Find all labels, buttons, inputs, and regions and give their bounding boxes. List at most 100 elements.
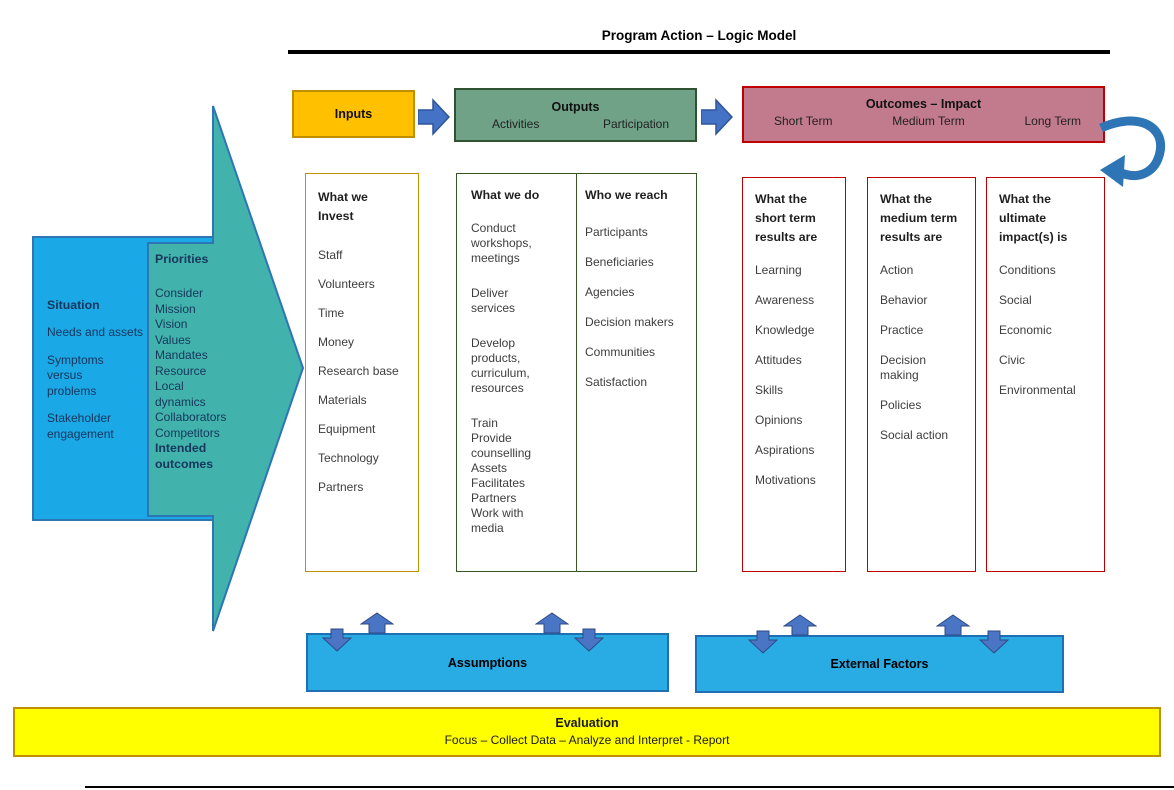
outcomes-long-term-label: Long Term <box>1024 114 1081 128</box>
outcomes-short-term-label: Short Term <box>774 114 833 128</box>
list-item: Behavior <box>880 293 928 307</box>
outcomes-medium-term-label: Medium Term <box>892 114 965 128</box>
list-item: Decision makers <box>585 315 674 329</box>
priorities-arrow-shape <box>147 105 305 632</box>
list-item: Stakeholder engagement <box>47 411 114 441</box>
list-item: Agencies <box>585 285 635 299</box>
up-arrow-icon <box>360 612 394 634</box>
list-item: Attitudes <box>755 353 802 367</box>
up-arrow-icon <box>936 614 970 636</box>
down-arrow-icon <box>322 628 352 652</box>
outcomes-label: Outcomes – Impact <box>865 97 982 111</box>
up-arrow-icon <box>535 612 569 634</box>
invest-heading: What we Invest <box>318 190 368 223</box>
list-item: Social <box>999 293 1032 307</box>
list-item: Policies <box>880 398 922 412</box>
outcomes-header-box: Outcomes – Impact Short Term Medium Term… <box>742 86 1105 143</box>
list-item: Environmental <box>999 383 1076 397</box>
list-item: Opinions <box>755 413 803 427</box>
list-item: Skills <box>755 383 784 397</box>
list-item: Action <box>880 263 914 277</box>
list-item: Beneficiaries <box>585 255 654 269</box>
list-item: Competitors <box>155 425 220 440</box>
outputs-header-box: Outputs Activities Participation <box>454 88 697 142</box>
medium-term-heading: What the medium term results are <box>880 192 958 244</box>
list-item: Partners <box>318 480 364 494</box>
participation-heading: Who we reach <box>585 188 668 202</box>
evaluation-bar: Evaluation Focus – Collect Data – Analyz… <box>13 707 1161 757</box>
long-term-heading: What the ultimate impact(s) is <box>999 192 1068 244</box>
list-item: Satisfaction <box>585 375 648 389</box>
list-item: Symptoms versus problems <box>47 352 104 398</box>
list-item: Conditions <box>999 263 1056 277</box>
list-item: Staff <box>318 248 343 262</box>
list-item: Time <box>318 306 345 320</box>
short-term-heading: What the short term results are <box>755 192 818 244</box>
list-item: Local dynamics <box>155 379 206 409</box>
outputs-label: Outputs <box>551 100 600 114</box>
list-item: Consider <box>155 286 204 300</box>
down-arrow-icon <box>979 630 1009 654</box>
list-item: Needs and assets <box>47 325 144 339</box>
external-factors-label: External Factors <box>830 657 929 671</box>
list-item: Practice <box>880 323 924 337</box>
inputs-label: Inputs <box>334 107 373 121</box>
list-item: Participants <box>585 225 648 239</box>
feedback-curved-arrow-icon <box>1099 116 1166 187</box>
list-item: Conduct workshops, meetings <box>471 221 532 265</box>
list-item: Mandates <box>155 348 208 362</box>
list-item: Decision making <box>880 353 927 382</box>
assumptions-bar: Assumptions <box>306 633 669 692</box>
list-item: Volunteers <box>318 277 375 291</box>
long-term-column: What the ultimate impact(s) is Condition… <box>986 177 1105 572</box>
list-item: Awareness <box>755 293 815 307</box>
list-item: Mission <box>155 301 196 316</box>
list-item: Vision <box>155 317 188 331</box>
situation-heading: Situation <box>47 298 100 312</box>
list-item: Materials <box>318 393 367 407</box>
list-item: Social action <box>880 428 949 442</box>
list-item: Money <box>318 335 355 349</box>
list-item: Deliver services <box>471 286 516 315</box>
list-item: Equipment <box>318 422 376 436</box>
up-arrow-icon <box>783 614 817 636</box>
inputs-header-box: Inputs <box>292 90 415 138</box>
priorities-heading: Priorities <box>155 252 209 266</box>
assumptions-label: Assumptions <box>447 655 528 670</box>
list-item: Learning <box>755 263 802 277</box>
flow-arrow-icon <box>418 98 450 136</box>
evaluation-subheading: Focus – Collect Data – Analyze and Inter… <box>444 733 730 747</box>
down-arrow-icon <box>574 628 604 652</box>
list-item: Develop products, curriculum, resources <box>471 336 530 395</box>
outputs-activities-label: Activities <box>492 117 540 131</box>
priorities-footer: Intended outcomes <box>155 441 214 471</box>
list-item: Technology <box>318 451 379 465</box>
page-title: Program Action – Logic Model <box>601 28 797 43</box>
list-item: Resource <box>155 363 207 378</box>
list-item: Communities <box>585 345 656 359</box>
list-item: Research base <box>318 364 399 378</box>
evaluation-heading: Evaluation <box>555 716 619 730</box>
list-item: Train Provide counselling Assets Facilit… <box>471 416 532 535</box>
list-item: Civic <box>999 353 1025 367</box>
list-item: Aspirations <box>755 443 815 457</box>
list-item: Motivations <box>755 473 816 487</box>
list-item: Knowledge <box>755 323 815 337</box>
list-item: Economic <box>999 323 1052 337</box>
list-item: Collaborators <box>155 410 227 424</box>
bottom-rule <box>85 786 1174 788</box>
down-arrow-icon <box>748 630 778 654</box>
